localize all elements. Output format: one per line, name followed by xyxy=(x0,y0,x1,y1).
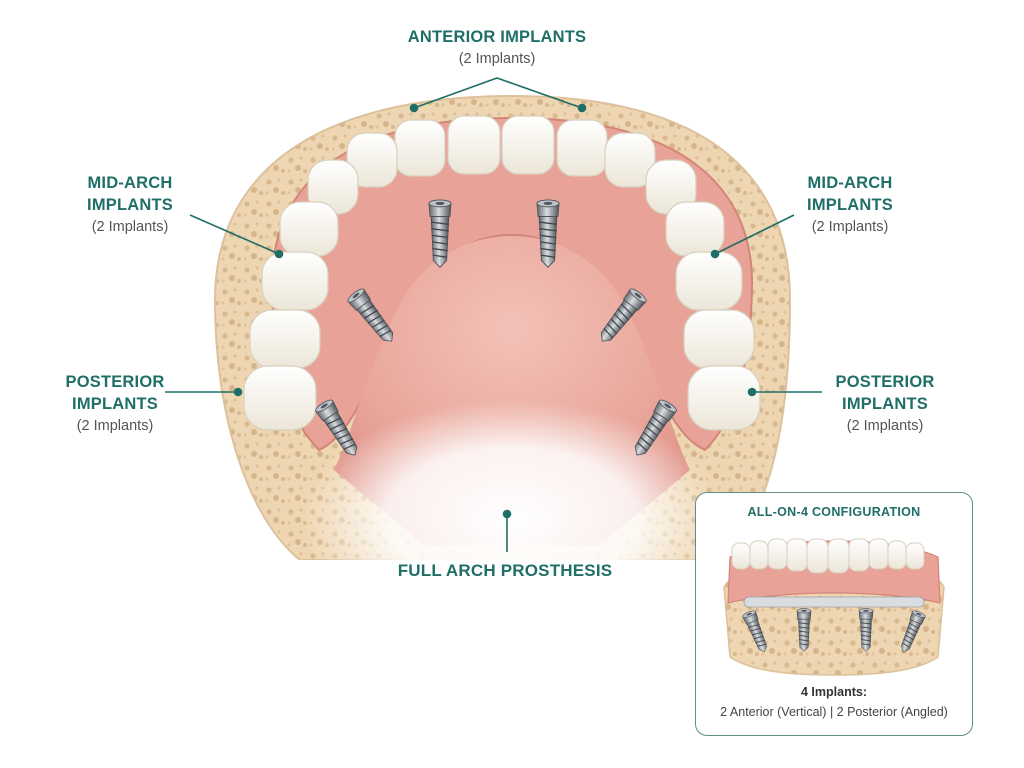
post-left-count: (2 Implants) xyxy=(76,418,154,434)
mid-left-count: (2 Implants) xyxy=(91,219,169,235)
all-on-4-inset-panel: ALL-ON-4 CONFIGURATION 4 Implants: 2 Ant… xyxy=(695,492,973,736)
post-right-title-2: IMPLANTS xyxy=(842,395,928,413)
inset-title: ALL-ON-4 CONFIGURATION xyxy=(747,505,921,519)
post-left-title-2: IMPLANTS xyxy=(72,395,158,413)
label-mid-arch-left: MID-ARCH IMPLANTS (2 Implants) xyxy=(45,172,215,238)
inset-description: 2 Anterior (Vertical) | 2 Posterior (Ang… xyxy=(720,705,948,719)
mid-left-title-2: IMPLANTS xyxy=(87,196,173,214)
mid-right-title-1: MID-ARCH xyxy=(807,174,893,192)
label-mid-arch-right: MID-ARCH IMPLANTS (2 Implants) xyxy=(765,172,935,238)
anterior-count: (2 Implants) xyxy=(458,51,536,67)
prosthesis-title: FULL ARCH PROSTHESIS xyxy=(397,561,613,580)
mid-left-title-1: MID-ARCH xyxy=(87,174,173,192)
anterior-title: ANTERIOR IMPLANTS xyxy=(407,28,587,46)
mid-right-title-2: IMPLANTS xyxy=(807,196,893,214)
post-right-title-1: POSTERIOR xyxy=(835,373,935,391)
label-full-arch-prosthesis: FULL ARCH PROSTHESIS xyxy=(360,560,650,582)
all-on-4-illustration xyxy=(723,538,945,676)
label-posterior-left: POSTERIOR IMPLANTS (2 Implants) xyxy=(30,371,200,437)
teeth-arch xyxy=(243,115,761,431)
label-posterior-right: POSTERIOR IMPLANTS (2 Implants) xyxy=(800,371,970,437)
post-right-count: (2 Implants) xyxy=(846,418,924,434)
mid-right-count: (2 Implants) xyxy=(811,219,889,235)
label-anterior-implants: ANTERIOR IMPLANTS (2 Implants) xyxy=(372,26,622,70)
leader-lines xyxy=(165,77,822,552)
inset-implant-count: 4 Implants: xyxy=(801,685,867,699)
post-left-title-1: POSTERIOR xyxy=(65,373,165,391)
